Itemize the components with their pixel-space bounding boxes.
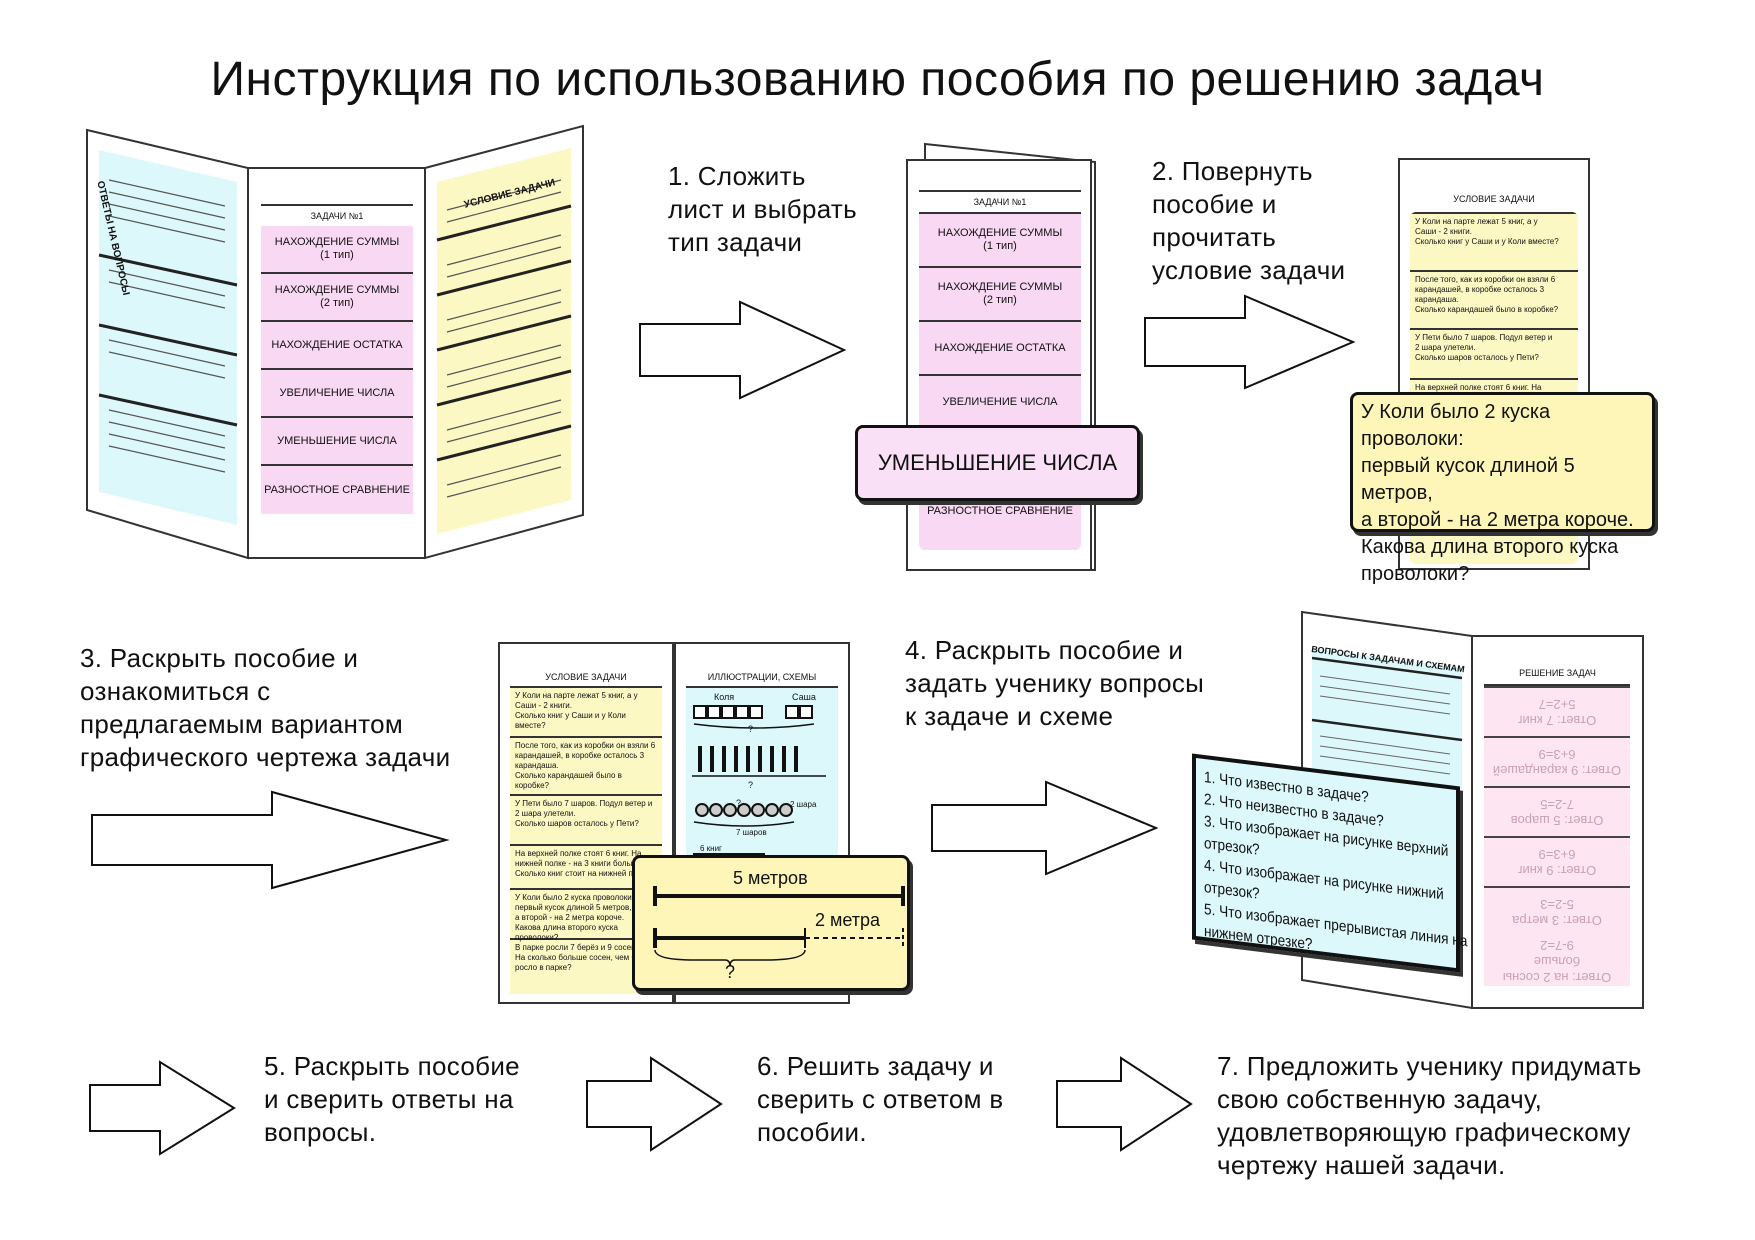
answer-item: Ответ: 9 книг 6+3=9 <box>1484 836 1630 886</box>
arrow-right-icon <box>1056 1056 1193 1152</box>
booklet-open-figure: ОТВЕТЫ НА ВОПРОСЫ УСЛОВИЕ ЗАДАЧИ ЗАДАЧИ … <box>85 120 585 560</box>
arrow-right-icon <box>639 300 847 400</box>
callout-task-type-label: УМЕНЬШЕНИЕ ЧИСЛА <box>877 450 1118 475</box>
condition-item: У Коли на парте лежат 5 книг, а у Саши -… <box>510 688 662 738</box>
illus-label: ? <box>748 724 754 734</box>
illus-label: ? <box>748 780 754 790</box>
task-type-item[interactable]: УМЕНЬШЕНИЕ ЧИСЛА <box>261 418 413 466</box>
illus-label: Саша <box>792 692 816 702</box>
callout-questions-text: 1. Что известно в задаче? 2. Что неизвес… <box>1204 769 1468 954</box>
task-type-item[interactable]: УВЕЛИЧЕНИЕ ЧИСЛА <box>261 370 413 418</box>
task-type-item[interactable]: НАХОЖДЕНИЕ СУММЫ (2 тип) <box>919 268 1081 322</box>
arrow-right-icon <box>91 790 450 890</box>
step-6-text: 6. Решить задачу и сверить с ответом в п… <box>757 1051 1004 1147</box>
task-type-item[interactable]: РАЗНОСТНОЕ СРАВНЕНИЕ <box>261 466 413 514</box>
illus-label: 2 шара <box>790 800 817 809</box>
answer-item: Ответ: 5 шаров 7-2=5 <box>1484 786 1630 836</box>
condition-item: У Пети было 7 шаров. Подул ветер и 2 шар… <box>1410 330 1578 380</box>
solution-title: РЕШЕНИЕ ЗАДАЧ <box>1519 668 1596 678</box>
step-2-text: 2. Повернуть пособие и прочитать условие… <box>1152 156 1346 285</box>
tasks-title: ЗАДАЧИ №1 <box>919 190 1081 214</box>
callout-scheme: 5 метров 2 метра ? <box>632 855 910 991</box>
step-5-text: 5. Раскрыть пособие и сверить ответы на … <box>264 1051 520 1147</box>
page-title: Инструкция по использованию пособия по р… <box>210 53 1545 106</box>
answer-item: Ответ: 7 книг 5+2=7 <box>1484 686 1630 736</box>
condition-item: После того, как из коробки он взяли 6 ка… <box>1410 272 1578 330</box>
scheme-top-label: 5 метров <box>733 868 808 888</box>
scheme-question-label: ? <box>725 962 736 982</box>
condition-item: После того, как из коробки он взяли 6 ка… <box>510 738 662 796</box>
step-4-text: 4. Раскрыть пособие и задать ученику воп… <box>905 635 1205 731</box>
answers-panel: Ответ: 7 книг 5+2=7 Ответ: 9 карандашей … <box>1484 684 1630 986</box>
callout-condition: У Коли было 2 куска проволоки: первый ку… <box>1350 392 1655 585</box>
illus-label: 7 шаров <box>736 828 767 837</box>
illus-label: Коля <box>714 692 735 702</box>
condition-item: У Пети было 7 шаров. Подул ветер и 2 шар… <box>510 796 662 846</box>
task-type-item[interactable]: НАХОЖДЕНИЕ СУММЫ (1 тип) <box>261 226 413 274</box>
scheme-diff-label: 2 метра <box>815 910 881 930</box>
arrow-right-icon <box>89 1060 236 1156</box>
arrow-right-icon <box>1144 294 1356 390</box>
condition-item: У Коли на парте лежат 5 книг, а у Саши -… <box>1410 214 1578 272</box>
answer-item: Ответ: 3 метра 5-2=3 <box>1484 886 1630 936</box>
task-type-item[interactable]: НАХОЖДЕНИЕ СУММЫ (1 тип) <box>919 214 1081 268</box>
task-type-item[interactable]: НАХОЖДЕНИЕ СУММЫ (2 тип) <box>261 274 413 322</box>
illus-label: ? <box>736 798 742 808</box>
arrow-right-icon <box>586 1056 723 1152</box>
condition-title: УСЛОВИЕ ЗАДАЧИ <box>1453 194 1535 204</box>
booklet-tasks-panel: ЗАДАЧИ №1 НАХОЖДЕНИЕ СУММЫ (1 тип) НАХОЖ… <box>261 204 413 544</box>
arrow-right-icon <box>931 780 1159 876</box>
segment-scheme <box>653 886 905 967</box>
task-type-item[interactable]: УВЕЛИЧЕНИЕ ЧИСЛА <box>919 376 1081 430</box>
callout-questions: 1. Что известно в задаче? 2. Что неизвес… <box>1192 753 1467 973</box>
condition-title: УСЛОВИЕ ЗАДАЧИ <box>545 672 627 682</box>
answer-item: Ответ: на 2 сосны больше 9-7=2 <box>1484 936 1630 986</box>
step-1-text: 1. Сложить лист и выбрать тип задачи <box>668 161 857 257</box>
tasks-title: ЗАДАЧИ №1 <box>261 204 413 226</box>
illus-label: 6 книг <box>700 844 722 853</box>
task-type-item[interactable]: НАХОЖДЕНИЕ ОСТАТКА <box>261 322 413 370</box>
step-7-text: 7. Предложить ученику придумать свою соб… <box>1217 1051 1642 1180</box>
illustrations-title: ИЛЛЮСТРАЦИИ, СХЕМЫ <box>707 672 817 682</box>
callout-task-type: УМЕНЬШЕНИЕ ЧИСЛА <box>855 425 1140 501</box>
step-3-text: 3. Раскрыть пособие и ознакомиться с пре… <box>80 643 451 772</box>
answer-item: Ответ: 9 карандашей 6+3=9 <box>1484 736 1630 786</box>
callout-condition-text: У Коли было 2 куска проволоки: первый ку… <box>1361 401 1634 585</box>
task-type-item[interactable]: НАХОЖДЕНИЕ ОСТАТКА <box>919 322 1081 376</box>
booklet-folded-figure: ЗАДАЧИ №1 НАХОЖДЕНИЕ СУММЫ (1 тип) НАХОЖ… <box>905 142 1101 572</box>
